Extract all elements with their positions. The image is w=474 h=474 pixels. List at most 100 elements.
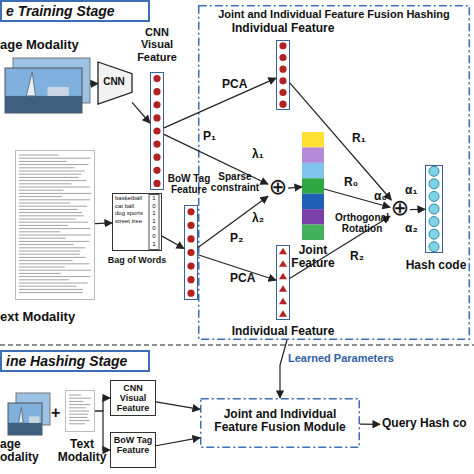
feature-box: CNN Visual Feature [110, 380, 156, 416]
vector-outline [277, 246, 290, 320]
node-shape [184, 205, 198, 300]
feature-vector: Individual Feature [276, 40, 290, 110]
sum-node: ⊕ [390, 200, 410, 220]
text-document: ext Modality [15, 150, 95, 300]
node-shape [15, 150, 95, 300]
hash-code: Hash code [425, 165, 443, 253]
node-shape [276, 245, 290, 320]
paper-line [19, 180, 86, 181]
paper-line [69, 414, 88, 415]
annotation-label: α₀ [374, 190, 394, 203]
node-text: CNN Visual Feature [135, 26, 179, 63]
joint-bar [302, 132, 324, 147]
vector-entry [187, 208, 194, 215]
node-text: CNN [98, 76, 130, 87]
paper-page [66, 391, 95, 432]
connector-arrow [156, 438, 200, 446]
node-text: Query Hash co [382, 417, 474, 430]
paper-line [19, 203, 70, 204]
cnn-trapezoid [98, 62, 132, 104]
vector-entry [153, 75, 160, 82]
vector-entry [187, 222, 194, 229]
vector-entry [187, 249, 194, 256]
paper-line [19, 260, 73, 261]
node-text: age Modality [0, 38, 110, 53]
paper-line [19, 235, 91, 236]
vector-entry [279, 54, 286, 61]
paper-line [19, 228, 91, 229]
connector-arrow [290, 83, 391, 200]
connector-arrow [156, 402, 200, 409]
node-shape [65, 390, 95, 432]
fusion-module-box: Joint and Individual Feature Fusion Modu… [200, 398, 360, 448]
bow-vector [149, 195, 159, 250]
paper-line [19, 183, 71, 184]
joint-bar [302, 194, 324, 209]
connector-arrow [198, 196, 268, 247]
paper-line [19, 276, 90, 277]
edge-label: P₂ [230, 232, 243, 245]
paper-line [19, 267, 65, 268]
vector-entry [279, 260, 287, 267]
photo-ground [8, 423, 42, 435]
vector-entry [153, 154, 160, 161]
output-text: Query Hash co [380, 415, 474, 435]
photo-ground [5, 96, 82, 113]
vector-outline [185, 206, 198, 300]
paper-line [19, 199, 90, 200]
vector-entry [429, 166, 439, 176]
paper-line [19, 263, 89, 264]
photo-thumb [8, 403, 42, 435]
paper-line [19, 161, 67, 162]
vector-entry [187, 290, 194, 297]
connector-arrow [95, 398, 110, 411]
vector-outline [151, 73, 164, 190]
text-document: Text Modality [65, 390, 95, 432]
vector-entry [187, 262, 194, 269]
node-text: BoW Tag Feature [164, 173, 214, 195]
photo-tower [26, 72, 35, 96]
annotation-label: Sparse constraint [205, 171, 265, 193]
joint-bar [302, 178, 324, 193]
node-text: Joint and Individual Feature Fusion Modu… [206, 408, 354, 435]
vector-entry [279, 77, 286, 84]
connector-arrow [198, 255, 276, 280]
node-text: Hash code [405, 259, 467, 272]
paper-line [69, 411, 89, 412]
node-text: Individual Feature [221, 22, 345, 35]
stage-header: ine Hashing Stage [0, 350, 150, 372]
vector-entry [279, 285, 287, 292]
vector-entry [187, 276, 194, 283]
paper-line [69, 395, 81, 396]
node-text: ⊕ [386, 196, 414, 221]
vector-entry [279, 248, 287, 255]
annotation-label: α₂ [405, 222, 425, 235]
connector-arrow [90, 83, 98, 84]
paper-line [19, 251, 80, 252]
paper-line [69, 417, 87, 418]
node-text: e Training Stage [6, 4, 150, 20]
node-shape [5, 58, 90, 113]
sum-node: ⊕ [268, 179, 288, 199]
paper-line [19, 219, 76, 220]
bow-box [113, 194, 162, 251]
vector-entry [279, 101, 286, 108]
edge-label: R₂ [350, 250, 364, 263]
paper-line [19, 292, 83, 293]
image-input: age Modality [5, 58, 90, 113]
node-shape [8, 393, 50, 435]
bag-of-words: basketball cat ball dog sports street tr… [112, 193, 162, 251]
node-shape [276, 40, 290, 110]
vector-entry [279, 298, 287, 305]
paper-line [19, 155, 59, 156]
vector-entry [279, 310, 287, 317]
paper-line [19, 190, 63, 191]
node-text: 1 0 1 1 0 0 1 [150, 195, 158, 248]
vector-entry [187, 235, 194, 242]
edge-label: PCA [222, 78, 247, 91]
edge-label: R₀ [344, 176, 358, 189]
connector-arrow [164, 78, 276, 128]
connector-arrow [290, 216, 390, 278]
